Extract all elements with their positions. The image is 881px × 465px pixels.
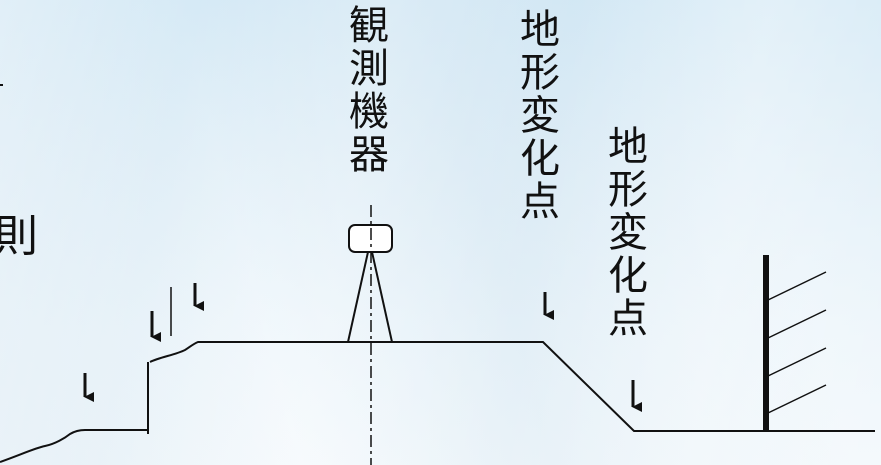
edge-text-fragment: 則 <box>0 211 38 262</box>
tripod-leg-left <box>347 251 369 343</box>
edge-text-fragment <box>0 84 3 86</box>
instrument-label: 観測機器 <box>342 4 388 176</box>
upper-slope-line <box>149 341 875 432</box>
wall-hatch-line <box>767 309 827 339</box>
terrain-change-point-label-2: 地形変化点 <box>601 125 647 340</box>
ground-profile-line <box>0 429 148 463</box>
wall-hatch-line <box>767 271 827 301</box>
tripod-leg-right <box>371 251 393 343</box>
wall-hatch-line <box>767 384 827 414</box>
terrain-change-point-label-1: 地形変化点 <box>513 8 559 223</box>
wall-hatch-line <box>767 347 827 377</box>
